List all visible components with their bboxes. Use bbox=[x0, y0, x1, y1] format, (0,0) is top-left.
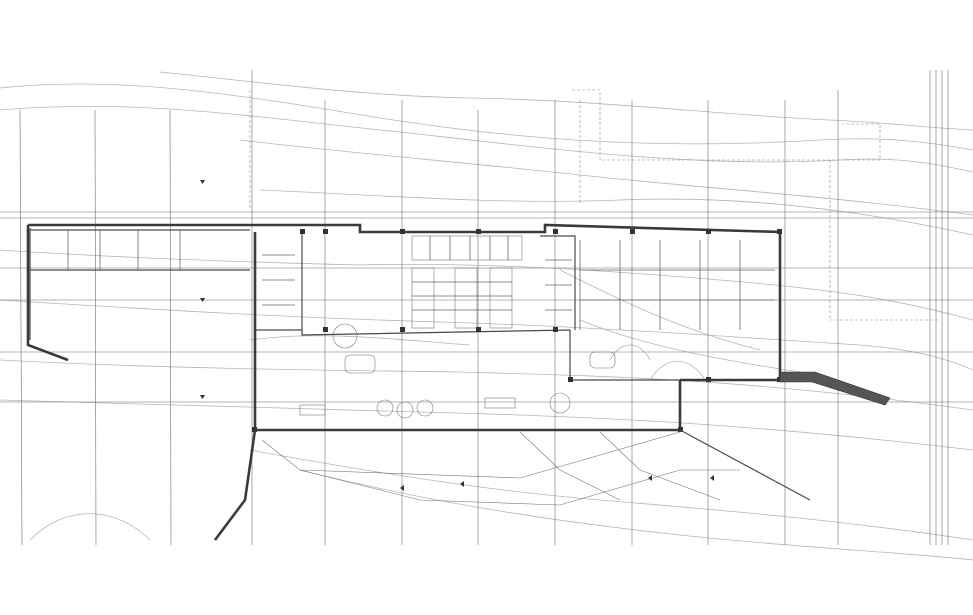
structural-grid bbox=[0, 70, 973, 546]
section-markers bbox=[200, 180, 714, 491]
building-walls bbox=[26, 223, 782, 432]
central-furniture bbox=[411, 235, 523, 329]
property-outline bbox=[249, 89, 940, 321]
equipment bbox=[299, 323, 616, 419]
hall-grid bbox=[579, 240, 775, 330]
ramps bbox=[213, 371, 891, 541]
columns bbox=[252, 229, 782, 432]
contour-lines bbox=[0, 71, 973, 561]
